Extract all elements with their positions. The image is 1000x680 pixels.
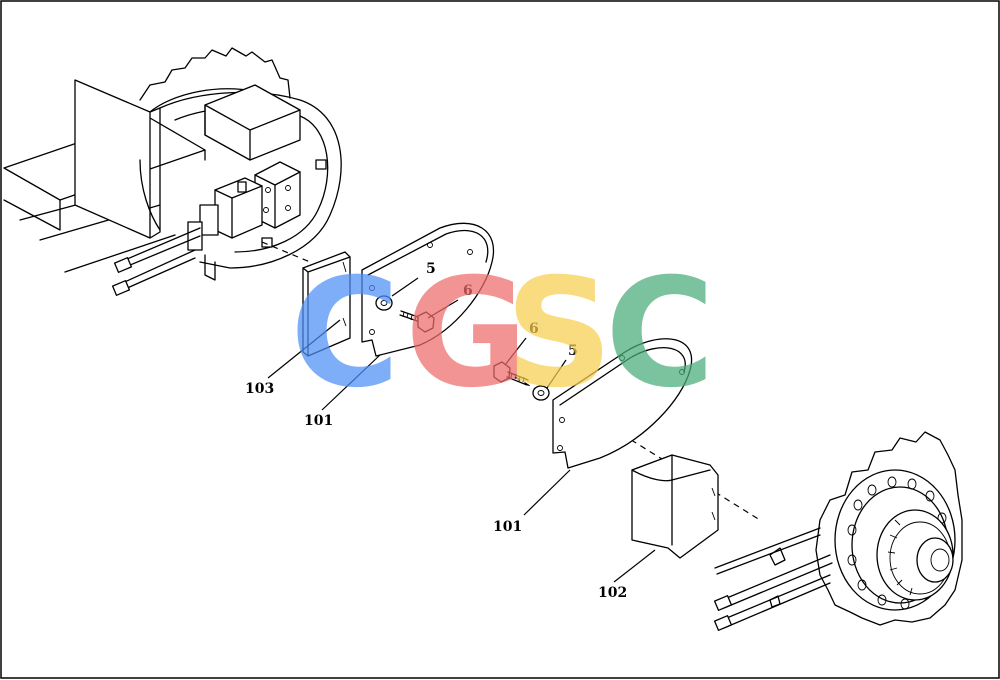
sprocket-bolt-holes bbox=[847, 476, 949, 610]
assembly-line-upper bbox=[261, 241, 311, 263]
leader-6-upper bbox=[427, 299, 459, 319]
callout-6-upper: 6 bbox=[463, 283, 473, 299]
bolt-6-lower bbox=[493, 361, 529, 386]
washer-5-lower bbox=[532, 385, 550, 401]
callout-101-lower: 101 bbox=[493, 519, 522, 535]
callout-6-lower: 6 bbox=[529, 321, 539, 337]
leader-6-lower bbox=[504, 337, 527, 366]
washer-5-upper bbox=[375, 295, 393, 311]
watermark-logo: C G S C bbox=[290, 247, 715, 421]
callout-5-lower: 5 bbox=[568, 343, 578, 359]
part-103-plate bbox=[302, 251, 351, 357]
part-101-cover-lower bbox=[552, 338, 693, 469]
part-101-cover-upper bbox=[361, 222, 495, 357]
leader-101-upper bbox=[321, 354, 381, 411]
watermark-letter-2: G bbox=[405, 247, 528, 421]
leader-102 bbox=[613, 549, 656, 583]
callout-101-upper: 101 bbox=[304, 413, 333, 429]
callout-103: 103 bbox=[245, 381, 274, 397]
watermark-letter-4: C bbox=[605, 247, 715, 421]
leader-5-lower bbox=[546, 359, 567, 389]
leader-5-upper bbox=[391, 277, 419, 297]
part-102-bent-plate bbox=[631, 454, 719, 559]
callout-labels: 103 101 101 102 5 6 6 5 bbox=[245, 261, 627, 601]
watermark-letter-1: C bbox=[290, 247, 400, 421]
leader-101-lower bbox=[523, 469, 571, 516]
leader-lines bbox=[267, 277, 656, 583]
callout-102: 102 bbox=[598, 585, 627, 601]
callout-5-upper: 5 bbox=[426, 261, 436, 277]
lower-drive-assembly bbox=[713, 431, 963, 631]
upper-drive-assembly bbox=[3, 47, 342, 296]
leader-103 bbox=[267, 319, 341, 379]
watermark-letter-3: S bbox=[505, 247, 613, 421]
